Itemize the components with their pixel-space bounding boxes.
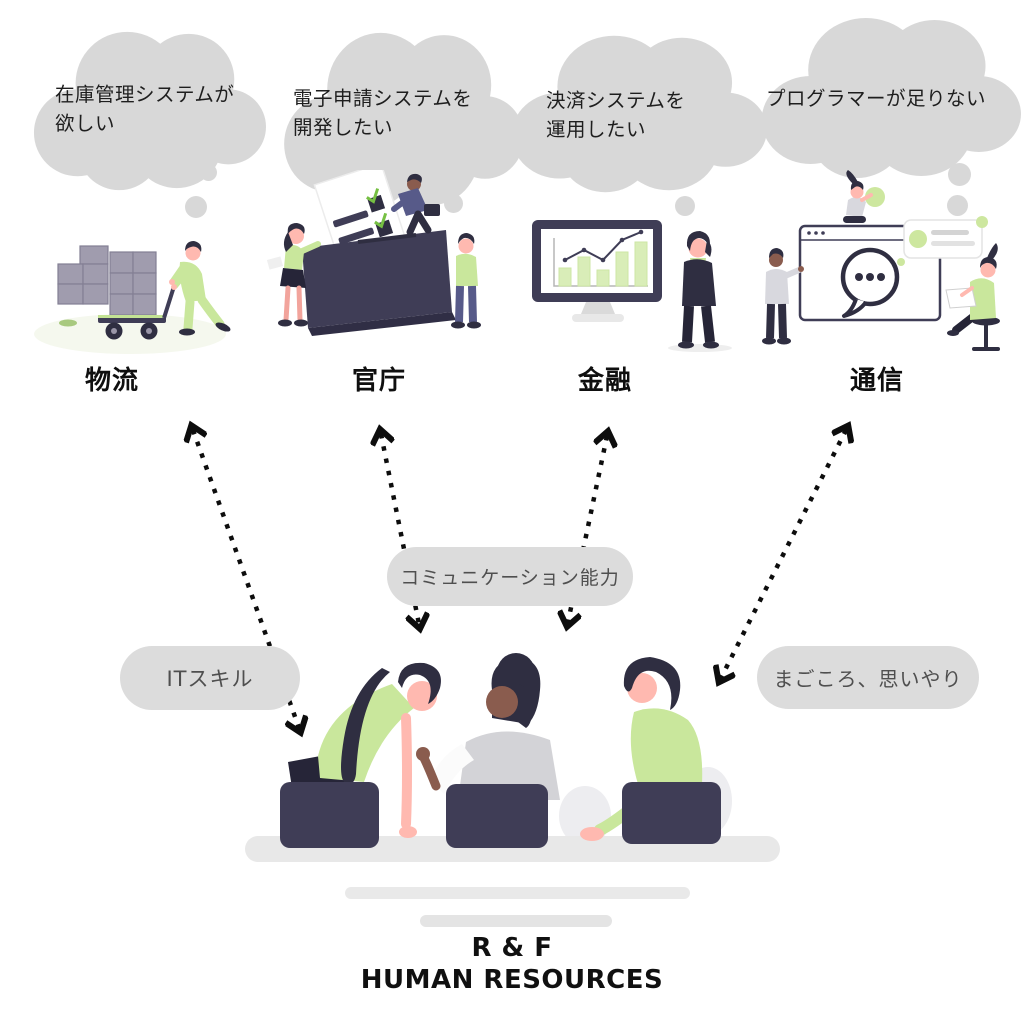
cloud-trail-dot — [947, 195, 968, 216]
cloud-trail-dot — [948, 163, 971, 186]
thought-cloud-shape-2 — [284, 32, 524, 208]
government-illustration — [266, 170, 481, 336]
cloud-trail-dot — [185, 196, 207, 218]
woman-middle — [416, 653, 560, 800]
woman-left-leaning — [288, 662, 441, 788]
laptop-middle — [446, 784, 548, 848]
thought-cloud-shape-4 — [761, 18, 1021, 178]
woman-left — [266, 223, 321, 327]
pill-communication-skill: コミュニケーション能力 — [387, 547, 633, 606]
thought-cloud-text-1: 在庫管理システムが欲しい — [55, 83, 235, 135]
squatting-woman — [843, 170, 885, 223]
person-on-box — [391, 173, 440, 236]
finance-illustration — [532, 220, 732, 352]
laptop-left — [280, 782, 379, 848]
thought-cloud-text-4: プログラマーが足りない — [766, 87, 987, 110]
man-right — [451, 233, 481, 329]
brand-logo-text: R & F HUMAN RESOURCES — [0, 932, 1024, 996]
pill-it-skill-label: ITスキル — [166, 667, 254, 691]
industry-label-logistics: 物流 — [85, 366, 140, 396]
arrow-communication — [721, 430, 846, 678]
industry-label-communication: 通信 — [850, 366, 905, 396]
pill-it-skill: ITスキル — [120, 646, 300, 710]
pill-sincerity: まごころ、思いやり — [757, 646, 979, 709]
thought-cloud-text-2: 電子申請システムを開発したい — [293, 87, 473, 139]
brand-line-2: HUMAN RESOURCES — [360, 965, 664, 995]
analyst-person — [668, 231, 732, 352]
logistics-illustration — [34, 241, 231, 354]
chat-message-card — [897, 216, 988, 266]
pill-sincerity-label: まごころ、思いやり — [773, 667, 963, 691]
decor-bar-long — [345, 887, 690, 899]
thought-cloud-text-3: 決済システムを運用したい — [546, 89, 686, 141]
ballot-box — [302, 230, 456, 336]
cloud-trail-dot — [675, 196, 695, 216]
cloud-trail-dot — [444, 194, 463, 213]
chart-monitor — [532, 220, 662, 322]
communication-illustration — [762, 170, 1000, 351]
decor-bar-short — [420, 915, 612, 927]
industry-label-government: 官庁 — [352, 366, 407, 396]
cloud-trail-dot — [449, 161, 464, 176]
team-illustration — [245, 653, 780, 862]
worker-person — [169, 241, 231, 336]
thought-cloud-shape-3 — [511, 35, 767, 193]
box-stack — [57, 245, 157, 316]
laptop-right — [622, 782, 721, 844]
industry-label-finance: 金融 — [578, 366, 633, 396]
brand-line-1: R & F — [471, 933, 553, 963]
thought-cloud-shape-1 — [33, 31, 266, 191]
cloud-trail-dot — [684, 165, 700, 181]
speech-bubble-icon — [840, 247, 900, 318]
pill-communication-skill-label: コミュニケーション能力 — [400, 567, 620, 589]
cloud-trail-dot — [200, 164, 217, 181]
man-left — [762, 248, 804, 345]
woman-on-stool — [945, 243, 1000, 351]
